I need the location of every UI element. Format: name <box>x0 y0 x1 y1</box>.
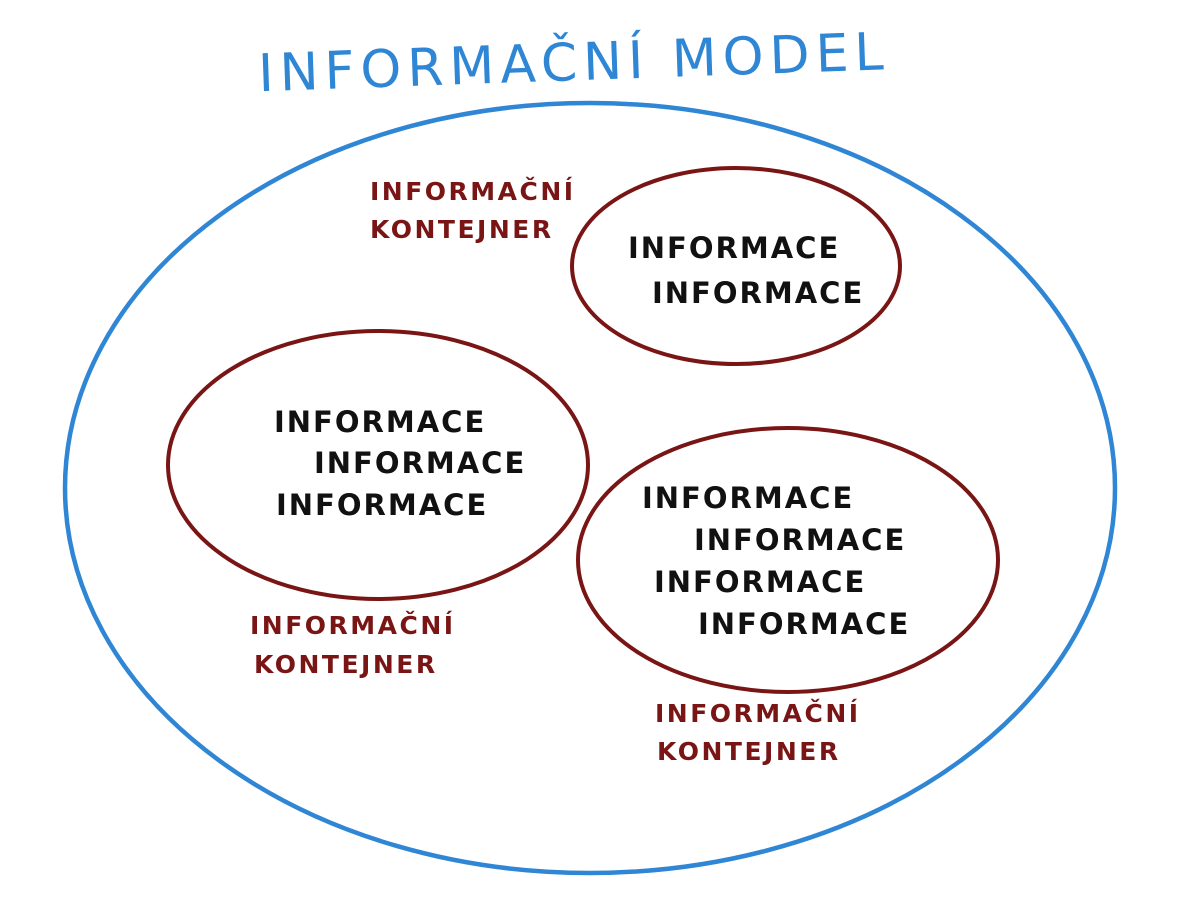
information-item: INFORMACE <box>654 565 866 599</box>
information-model-boundary <box>62 100 1118 876</box>
container-label-line1: INFORMAČNÍ <box>250 610 456 640</box>
information-item: INFORMACE <box>276 488 488 522</box>
information-item: INFORMACE <box>628 231 840 265</box>
information-container-1: INFORMAČNÍ KONTEJNER INFORMACE INFORMACE <box>370 166 902 366</box>
container-boundary <box>570 166 902 366</box>
container-label-line2: KONTEJNER <box>254 650 438 679</box>
information-item: INFORMACE <box>642 481 854 515</box>
information-item: INFORMACE <box>694 523 906 557</box>
container-label-line2: KONTEJNER <box>657 737 841 766</box>
container-label-line1: INFORMAČNÍ <box>370 176 576 206</box>
information-item: INFORMACE <box>698 607 910 641</box>
container-label-line2: KONTEJNER <box>370 215 554 244</box>
information-container-2: INFORMACE INFORMACE INFORMACE INFORMAČNÍ… <box>166 329 590 679</box>
information-item: INFORMACE <box>274 405 486 439</box>
information-item: INFORMACE <box>652 276 864 310</box>
information-item: INFORMACE <box>314 446 526 480</box>
container-boundary <box>166 329 590 601</box>
container-boundary <box>576 426 1000 694</box>
information-container-3: INFORMACE INFORMACE INFORMACE INFORMACE … <box>576 426 1000 766</box>
container-label-line1: INFORMAČNÍ <box>655 698 861 728</box>
diagram-title: INFORMAČNÍ MODEL <box>257 20 890 104</box>
